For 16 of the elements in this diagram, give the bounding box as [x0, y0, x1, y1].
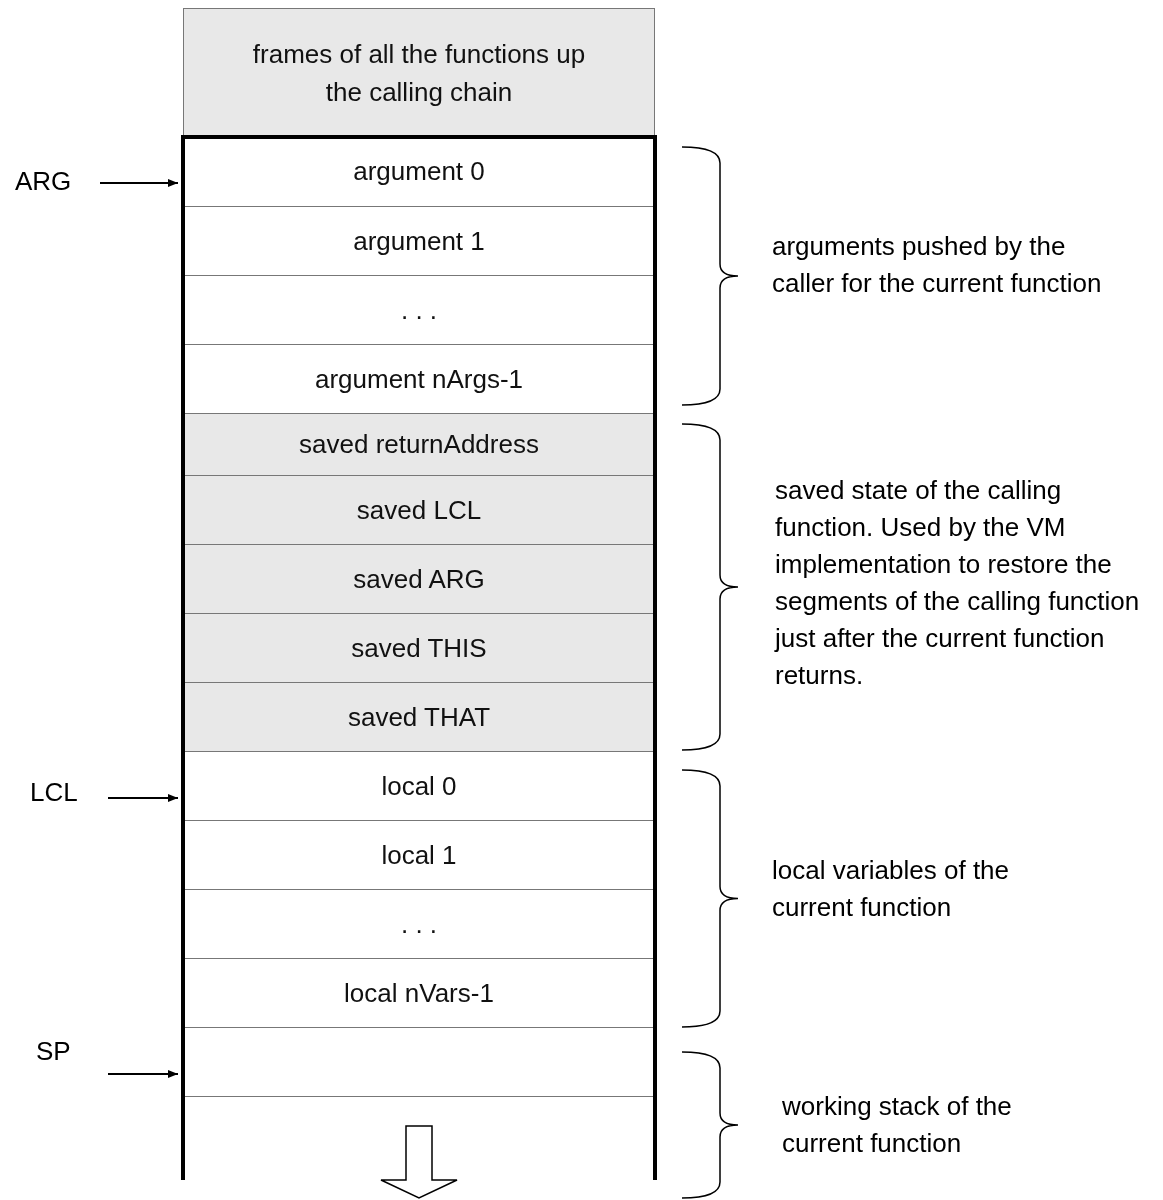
- annotation-text: local variables of the current function: [772, 854, 1011, 924]
- annotation-text: arguments pushed by the caller for the current function: [772, 230, 1103, 300]
- pointer-label: SP: [36, 1036, 71, 1067]
- pointer-arrow: [99, 179, 179, 187]
- stack-cell: saved THAT: [183, 683, 655, 752]
- annotation-text: working stack of the current function: [782, 1090, 1013, 1160]
- stack-cell: saved returnAddress: [183, 414, 655, 476]
- frames-box: frames of all the functions up the calling chain: [183, 8, 655, 137]
- stack-cell: saved LCL: [183, 476, 655, 545]
- pointer-label: ARG: [15, 166, 72, 197]
- pointer-arrow: [107, 1070, 179, 1078]
- stack-cell: saved THIS: [183, 614, 655, 683]
- pointer-arrow: [107, 794, 179, 802]
- pointer-label: LCL: [30, 777, 78, 808]
- stack-cell: saved ARG: [183, 545, 655, 614]
- annotation-text: saved state of the calling function. Used by the VM implementation to restore the segments of the calling function just after the current function returns.: [775, 474, 1141, 692]
